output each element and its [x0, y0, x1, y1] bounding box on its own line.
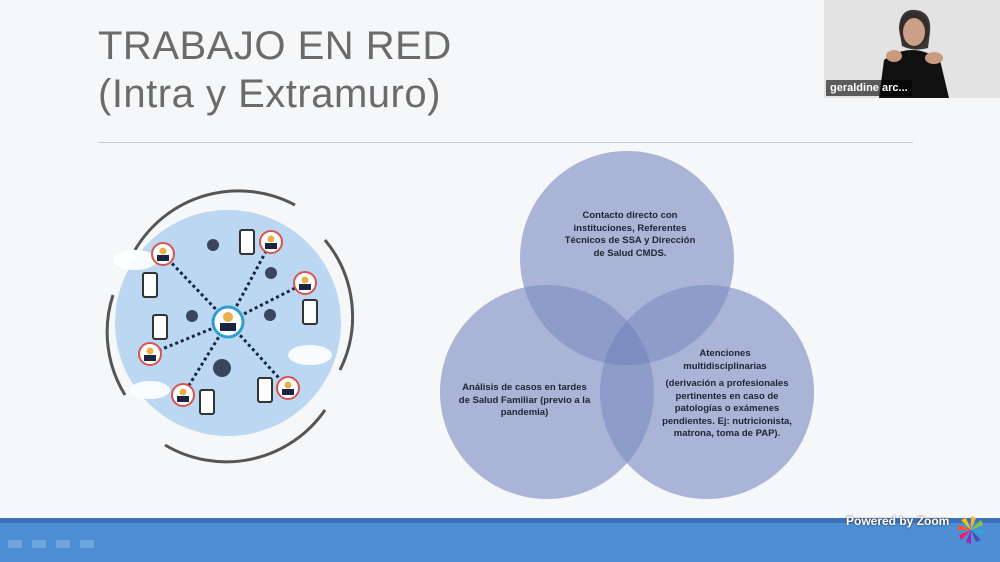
person-icon — [151, 242, 175, 266]
person-icon — [293, 271, 317, 295]
previous-slide-icon[interactable] — [8, 540, 22, 548]
venn-top-text: Contacto directo con instituciones, Refe… — [564, 210, 696, 259]
venn-diagram — [440, 151, 814, 499]
person-icon — [276, 376, 300, 400]
footer-stripe — [0, 518, 1000, 523]
slide-title-line-1: TRABAJO EN RED — [98, 24, 452, 68]
venn-right-body: (derivación a profesionales pertinentes … — [662, 378, 792, 439]
zoom-logo-icon — [957, 516, 985, 544]
slide-title-line-2: (Intra y Extramuro) — [98, 72, 441, 116]
title-divider — [98, 142, 913, 143]
network-people-devices-icon — [105, 189, 355, 464]
powered-by-zoom-label: Powered by Zoom — [846, 514, 950, 528]
device-icons — [142, 229, 318, 415]
outer-arc-top — [133, 189, 296, 251]
slide-title: TRABAJO EN RED (Intra y Extramuro) — [98, 22, 452, 118]
person-icon — [171, 383, 195, 407]
slide-footer-bar — [0, 518, 1000, 562]
venn-left-text: Análisis de casos en tardes de Salud Fam… — [458, 382, 591, 418]
pen-icon[interactable] — [32, 540, 46, 548]
person-icon — [259, 230, 283, 254]
person-icon — [138, 342, 162, 366]
more-options-icon[interactable] — [80, 540, 94, 548]
participant-name-label: geraldine arc... — [826, 80, 912, 96]
outer-arc-right — [323, 239, 355, 371]
slides-icon[interactable] — [56, 540, 70, 548]
participant-video-tile[interactable]: geraldine arc... — [824, 0, 1000, 98]
venn-right-title: Atenciones multidisciplinarias — [683, 348, 767, 372]
gear-icons — [186, 239, 277, 377]
outer-arc-bottom — [164, 409, 327, 464]
outer-arc-left — [105, 294, 127, 396]
